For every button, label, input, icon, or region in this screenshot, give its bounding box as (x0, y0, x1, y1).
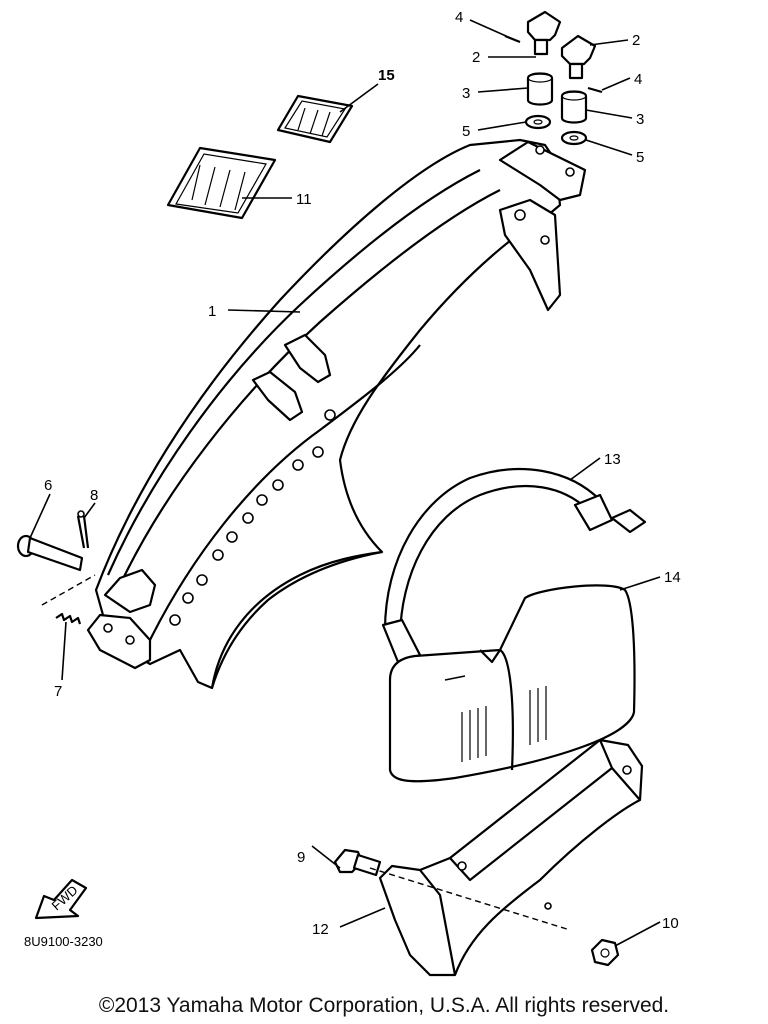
callout-11: 11 (296, 191, 312, 208)
battery-band-part (381, 468, 647, 664)
callout-9: 9 (297, 849, 305, 866)
callout-15: 15 (378, 67, 395, 84)
callout-3a: 3 (462, 85, 470, 102)
spring-part (55, 612, 82, 625)
spring-pin-lower-part (587, 86, 603, 94)
callout-8: 8 (90, 487, 98, 504)
pivot-pin-part (16, 534, 84, 572)
callout-5b: 5 (636, 149, 644, 166)
nut-part (590, 938, 620, 967)
callout-7: 7 (54, 683, 62, 700)
leader-lines (29, 19, 661, 947)
callout-2a: 2 (472, 49, 480, 66)
callout-10: 10 (662, 915, 679, 932)
battery-part (388, 584, 636, 783)
callout-2b: 2 (632, 32, 640, 49)
reflector-small-part (276, 94, 354, 144)
callout-14: 14 (664, 569, 681, 586)
diagram-part-number: 8U9100-3230 (24, 934, 103, 949)
battery-box-part (378, 738, 644, 977)
reflector-large-part (166, 146, 277, 220)
copyright-notice: ©2013 Yamaha Motor Corporation, U.S.A. A… (98, 994, 670, 1017)
callout-13: 13 (604, 451, 621, 468)
callout-4b: 4 (634, 71, 642, 88)
washer-left-part (524, 114, 552, 130)
callout-3b: 3 (636, 111, 644, 128)
forward-direction-arrow: FWD (34, 878, 88, 920)
spring-pin-upper-part (504, 34, 521, 44)
washer-right-part (560, 130, 588, 146)
rear-fender-part (86, 138, 587, 690)
mount-bolt-right-part (560, 34, 597, 80)
callout-4a: 4 (455, 9, 463, 26)
callout-labels: 1 2 2 3 3 4 4 5 5 6 7 8 9 10 11 12 13 14… (44, 9, 681, 938)
callout-1: 1 (208, 303, 216, 320)
damper-left-part (526, 72, 554, 106)
callout-5a: 5 (462, 123, 470, 140)
callout-6: 6 (44, 477, 52, 494)
bolt-part (333, 848, 382, 877)
damper-right-part (560, 90, 588, 124)
mount-bolt-left-part (526, 10, 562, 56)
callout-12: 12 (312, 921, 329, 938)
cotter-pin-part (76, 510, 90, 549)
